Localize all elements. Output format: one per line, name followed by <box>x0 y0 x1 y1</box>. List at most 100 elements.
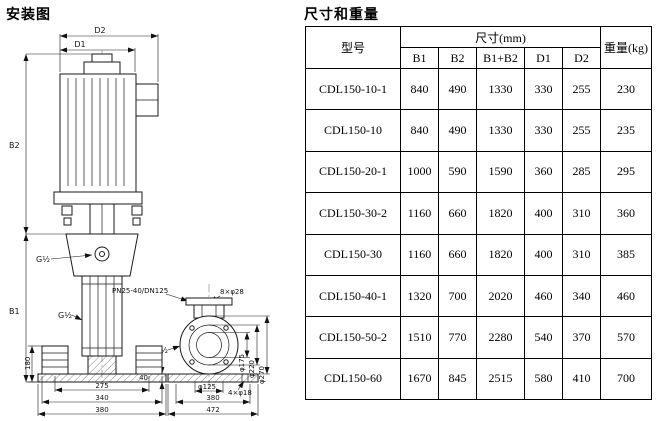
dimensions-table-wrap: 型号 尺寸(mm) 重量(kg) B1 B2 B1+B2 D1 D2 CDL15… <box>305 26 653 401</box>
cell-d1: 330 <box>524 67 563 111</box>
cell-d1: 540 <box>524 316 563 359</box>
dim-label-b2: B2 <box>9 141 20 150</box>
cell-weight: 460 <box>600 274 653 318</box>
col-header-size-group: 尺寸(mm) <box>399 26 602 48</box>
cell-b2: 660 <box>438 233 477 276</box>
cell-weight: 360 <box>600 192 653 235</box>
cell-b1: 840 <box>400 109 439 152</box>
cell-d1: 400 <box>524 233 563 276</box>
pn-rating-callout: PN25-40/DN125 <box>112 287 189 302</box>
cell-b1b2: 1330 <box>476 67 525 111</box>
cell-model: CDL150-50-2 <box>305 316 401 359</box>
cell-d2: 285 <box>561 150 602 194</box>
pn-rating-label: PN25-40/DN125 <box>112 287 168 295</box>
stage-column: G½ <box>58 275 123 357</box>
dim-label-472: 472 <box>206 406 219 414</box>
cell-d2: 255 <box>561 109 602 152</box>
cell-b2: 590 <box>438 150 477 194</box>
cell-weight: 295 <box>600 150 653 194</box>
cell-model: CDL150-60 <box>305 357 401 401</box>
cell-b1: 840 <box>400 67 439 111</box>
cell-b1: 1510 <box>400 316 439 359</box>
cell-b1: 1670 <box>400 357 439 401</box>
cell-b2: 770 <box>438 316 477 359</box>
cell-b2: 490 <box>438 67 477 111</box>
cell-model: CDL150-10-1 <box>305 67 401 111</box>
cell-model: CDL150-20-1 <box>305 150 401 194</box>
dimensions-weight-title: 尺寸和重量 <box>304 6 379 22</box>
dim-label-dia175: φ175 <box>238 354 246 372</box>
cell-d2: 340 <box>561 274 602 318</box>
pump-head: G½ <box>36 233 139 277</box>
table-row: CDL150-30-2 1160 660 1820 400 310 360 <box>305 192 653 235</box>
cell-b1: 1320 <box>400 274 439 318</box>
cell-d2: 370 <box>561 316 602 359</box>
cell-d1: 400 <box>524 192 563 235</box>
cell-b1: 1160 <box>400 192 439 235</box>
dim-label-dia125: φ125 <box>198 383 216 391</box>
installation-drawing-title: 安装图 <box>6 6 51 22</box>
cell-model: CDL150-30 <box>305 233 401 276</box>
cell-d1: 460 <box>524 274 563 318</box>
col-header-b1: B1 <box>400 47 439 69</box>
cell-b2: 700 <box>438 274 477 318</box>
dim-label-d1: D1 <box>74 40 85 49</box>
cell-d2: 310 <box>561 233 602 276</box>
cell-b1: 1000 <box>400 150 439 194</box>
cell-b1b2: 1820 <box>476 233 525 276</box>
motor-flange <box>53 191 143 205</box>
cell-b1b2: 1820 <box>476 192 525 235</box>
cell-weight: 235 <box>600 109 653 152</box>
port-label-g-half-upper: G½ <box>36 255 50 264</box>
col-header-d1: D1 <box>524 47 563 69</box>
side-diameter-dimensions: φ175 φ220 φ270 <box>209 315 270 384</box>
cell-b1b2: 2280 <box>476 316 525 359</box>
port-label-g-half-mid: G½ <box>58 311 72 320</box>
dim-label-380-front: 380 <box>95 406 108 414</box>
cell-weight: 230 <box>600 67 653 111</box>
col-header-d2: D2 <box>561 47 602 69</box>
cell-b2: 845 <box>438 357 477 401</box>
cell-b2: 490 <box>438 109 477 152</box>
dim-label-dia220: φ220 <box>248 360 256 378</box>
table-row: CDL150-10 840 490 1330 330 255 235 <box>305 109 653 152</box>
col-header-b1b2: B1+B2 <box>476 47 525 69</box>
cell-b2: 660 <box>438 192 477 235</box>
front-base <box>37 345 167 383</box>
cell-d1: 580 <box>524 357 563 401</box>
base-bolt-label: 4×φ18 <box>228 389 252 397</box>
dimensions-weight-table: 型号 尺寸(mm) 重量(kg) B1 B2 B1+B2 D1 D2 CDL15… <box>305 26 653 401</box>
pump-drawing-svg: D2 D1 <box>9 26 270 417</box>
table-row: CDL150-20-1 1000 590 1590 360 285 295 <box>305 150 653 194</box>
cell-weight: 570 <box>600 316 653 359</box>
table-row: CDL150-40-1 1320 700 2020 460 340 460 <box>305 274 653 318</box>
dim-label-dia270: φ270 <box>258 366 266 384</box>
cell-b1: 1160 <box>400 233 439 276</box>
col-header-b2: B2 <box>438 47 477 69</box>
cell-d1: 330 <box>524 109 563 152</box>
front-base-dimensions: 180 275 340 380 <box>24 345 167 417</box>
motor <box>53 53 159 205</box>
cell-b1b2: 1590 <box>476 150 525 194</box>
pump-installation-drawing: D2 D1 <box>2 22 302 418</box>
dim-label-380-side: 380 <box>206 394 219 402</box>
cell-model: CDL150-30-2 <box>305 192 401 235</box>
cell-model: CDL150-40-1 <box>305 274 401 318</box>
front-base-plate <box>37 373 167 383</box>
side-base-plate <box>167 373 259 383</box>
dim-label-d2: D2 <box>94 26 105 35</box>
cell-model: CDL150-10 <box>305 109 401 152</box>
table-row: CDL150-50-2 1510 770 2280 540 370 570 <box>305 316 653 359</box>
coupling <box>61 203 143 235</box>
cell-d2: 255 <box>561 67 602 111</box>
col-header-model: 型号 <box>305 26 401 69</box>
col-header-weight: 重量(kg) <box>600 26 653 69</box>
cell-b1b2: 2020 <box>476 274 525 318</box>
cell-b1b2: 2515 <box>476 357 525 401</box>
cell-weight: 700 <box>600 357 653 401</box>
dim-label-b1: B1 <box>9 307 20 316</box>
dim-label-180: 180 <box>24 357 32 370</box>
table-row: CDL150-60 1670 845 2515 580 410 700 <box>305 357 653 401</box>
cell-d2: 410 <box>561 357 602 401</box>
